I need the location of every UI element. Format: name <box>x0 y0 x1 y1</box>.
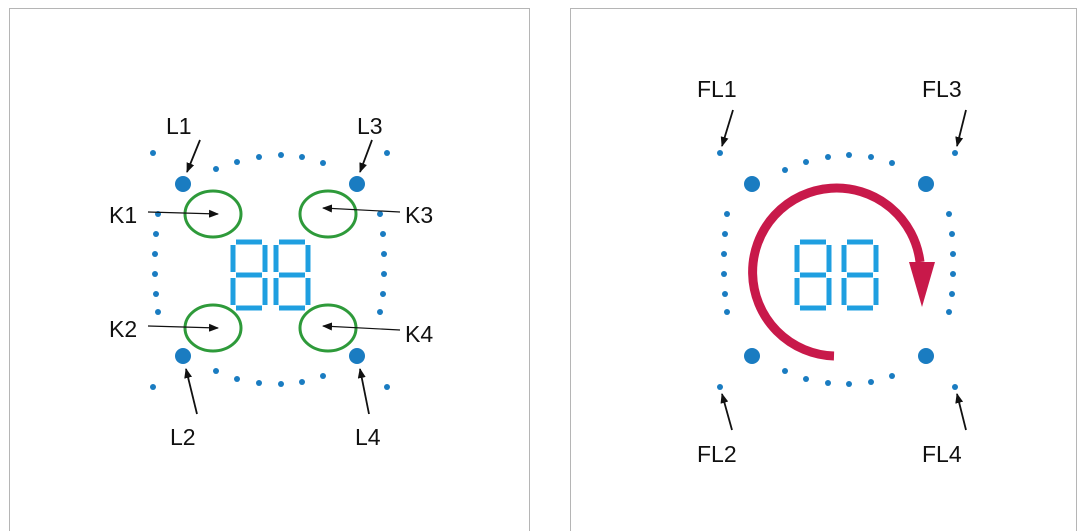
label-fl4: FL4 <box>922 441 962 467</box>
led-l1 <box>175 176 191 192</box>
led-right-top-right <box>918 176 934 192</box>
seven-segment-display-right <box>794 239 879 311</box>
flash-led-fl2 <box>717 384 723 390</box>
label-fl2: FL2 <box>697 441 737 467</box>
label-l4: L4 <box>355 424 381 450</box>
label-k2: K2 <box>109 316 137 342</box>
led-l3 <box>349 176 365 192</box>
led-right-top-left <box>744 176 760 192</box>
touch-key-k2[interactable] <box>183 303 243 353</box>
touch-key-k1[interactable] <box>183 189 243 239</box>
touch-key-k4[interactable] <box>298 303 358 353</box>
label-l1: L1 <box>166 113 192 139</box>
led-l2 <box>175 348 191 364</box>
flash-led-fl3 <box>952 150 958 156</box>
label-fl1: FL1 <box>697 76 737 102</box>
seven-segment-display-left <box>230 239 311 311</box>
label-k4: K4 <box>405 321 433 347</box>
led-right-bottom-right <box>918 348 934 364</box>
flash-led-fl1 <box>717 150 723 156</box>
right-ring-dots <box>721 152 956 387</box>
flash-led-fl4 <box>952 384 958 390</box>
label-k3: K3 <box>405 202 433 228</box>
rotation-arrow-icon <box>748 183 935 361</box>
label-l3: L3 <box>357 113 383 139</box>
right-pointer-lines <box>720 109 967 431</box>
label-fl3: FL3 <box>922 76 962 102</box>
left-diagram-panel <box>9 8 530 531</box>
touch-key-k3[interactable] <box>298 189 358 239</box>
led-l4 <box>349 348 365 364</box>
left-pointer-lines <box>147 139 401 415</box>
left-ring-dots <box>150 150 390 390</box>
led-right-bottom-left <box>744 348 760 364</box>
label-k1: K1 <box>109 202 137 228</box>
label-l2: L2 <box>170 424 196 450</box>
right-diagram-panel <box>570 8 1077 531</box>
